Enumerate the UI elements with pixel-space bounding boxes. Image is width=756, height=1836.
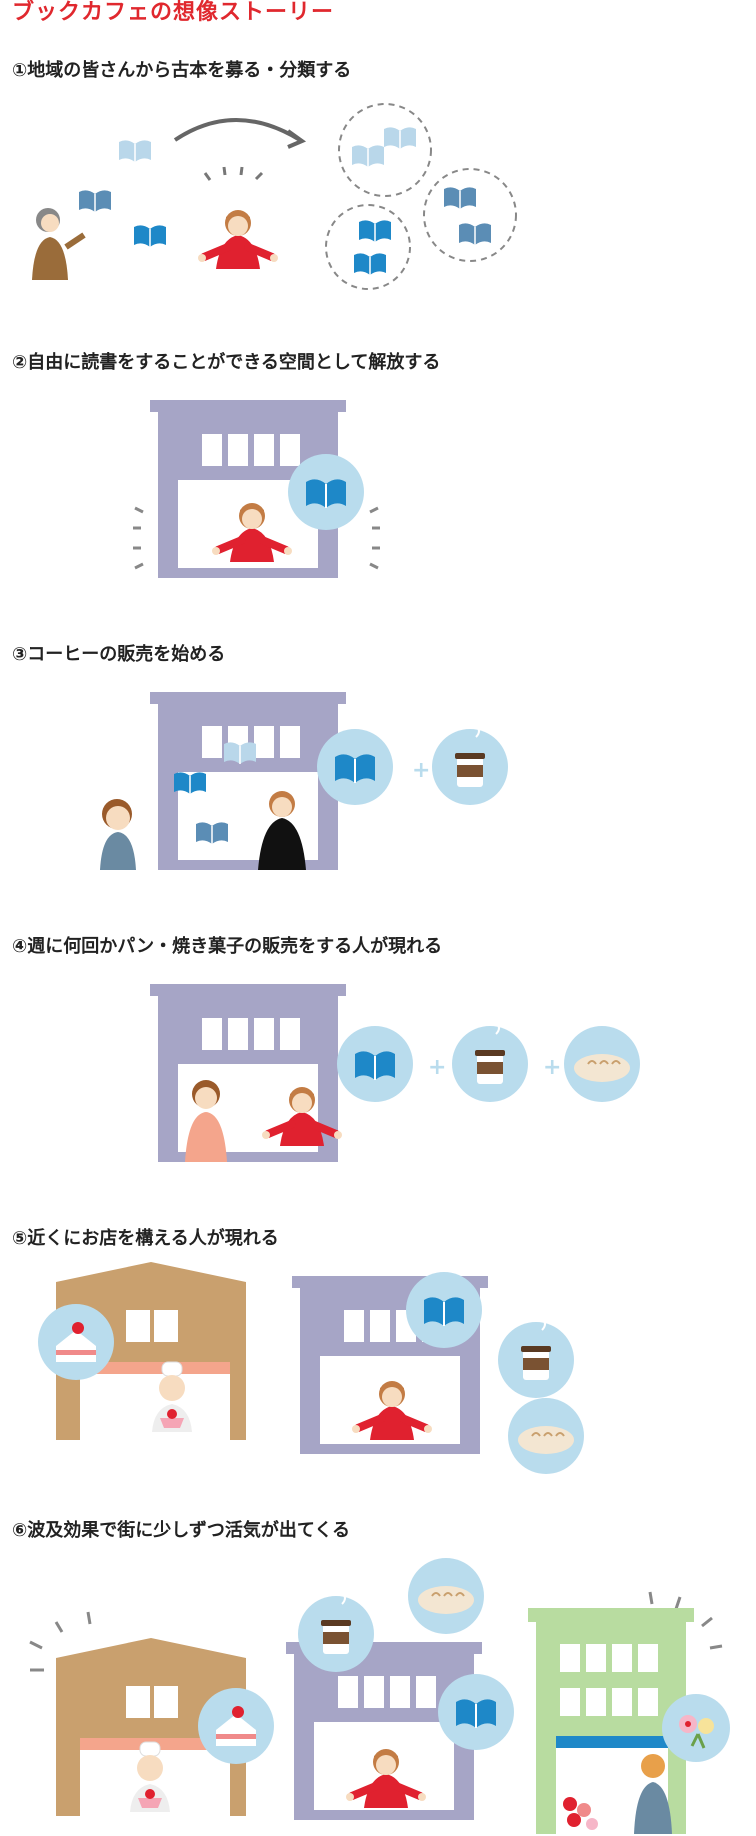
- step-4-heading: ④週に何回かパン・焼き菓子の販売をする人が現れる: [12, 936, 443, 957]
- step-1-heading: ①地域の皆さんから古本を募る・分類する: [12, 60, 352, 81]
- page-title: ブックカフェの想像ストーリー: [12, 0, 335, 25]
- step-5-heading: ⑤近くにお店を構える人が現れる: [12, 1228, 279, 1249]
- scene-sell-bread: + +: [150, 984, 641, 1162]
- svg-text:+: +: [412, 758, 430, 783]
- svg-text:+: +: [428, 1055, 446, 1080]
- scene-collect-books: [32, 103, 517, 290]
- scene-nearby-shops: [38, 1262, 585, 1475]
- step-6-heading: ⑥波及効果で街に少しずつ活気が出てくる: [12, 1520, 350, 1541]
- scene-sell-coffee: +: [100, 692, 509, 870]
- scene-town-vitality: [29, 1557, 732, 1834]
- svg-text:+: +: [543, 1055, 561, 1080]
- step-2-heading: ②自由に読書をすることができる空間として解放する: [12, 352, 441, 373]
- step-3-heading: ③コーヒーの販売を始める: [12, 644, 226, 665]
- scene-open-space: [133, 400, 380, 578]
